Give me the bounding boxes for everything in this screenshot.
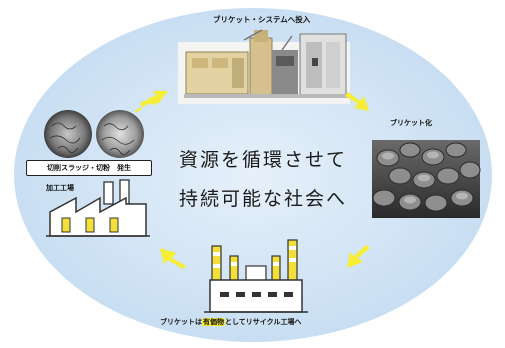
label-recycling: ブリケットは有価物としてリサイクル工場へ xyxy=(160,318,302,326)
label-recycling-suffix: としてリサイクル工場へ xyxy=(225,318,302,326)
label-system-input: ブリケット・システムへ投入 xyxy=(213,15,311,24)
label-processing-factory: 加工工場 xyxy=(46,184,74,192)
label-recycling-prefix: ブリケットは xyxy=(160,318,202,326)
label-sludge-generation: 切削スラッジ・切粉 発生 xyxy=(26,160,152,176)
slogan-line-1: 資源を循環させて xyxy=(178,149,347,171)
recycling-plant-icon xyxy=(204,239,308,313)
metal-chips-photo xyxy=(44,110,144,158)
briquettes-photo xyxy=(372,140,481,218)
label-recycling-highlight: 有価物 xyxy=(202,318,225,326)
label-briquetting: ブリケット化 xyxy=(390,119,432,127)
briquetting-machine-illustration xyxy=(178,29,350,104)
slogan-line-2: 持続可能な社会へ xyxy=(178,188,347,210)
factory-icon xyxy=(46,179,150,237)
cycle-arrow-icon xyxy=(135,91,370,269)
